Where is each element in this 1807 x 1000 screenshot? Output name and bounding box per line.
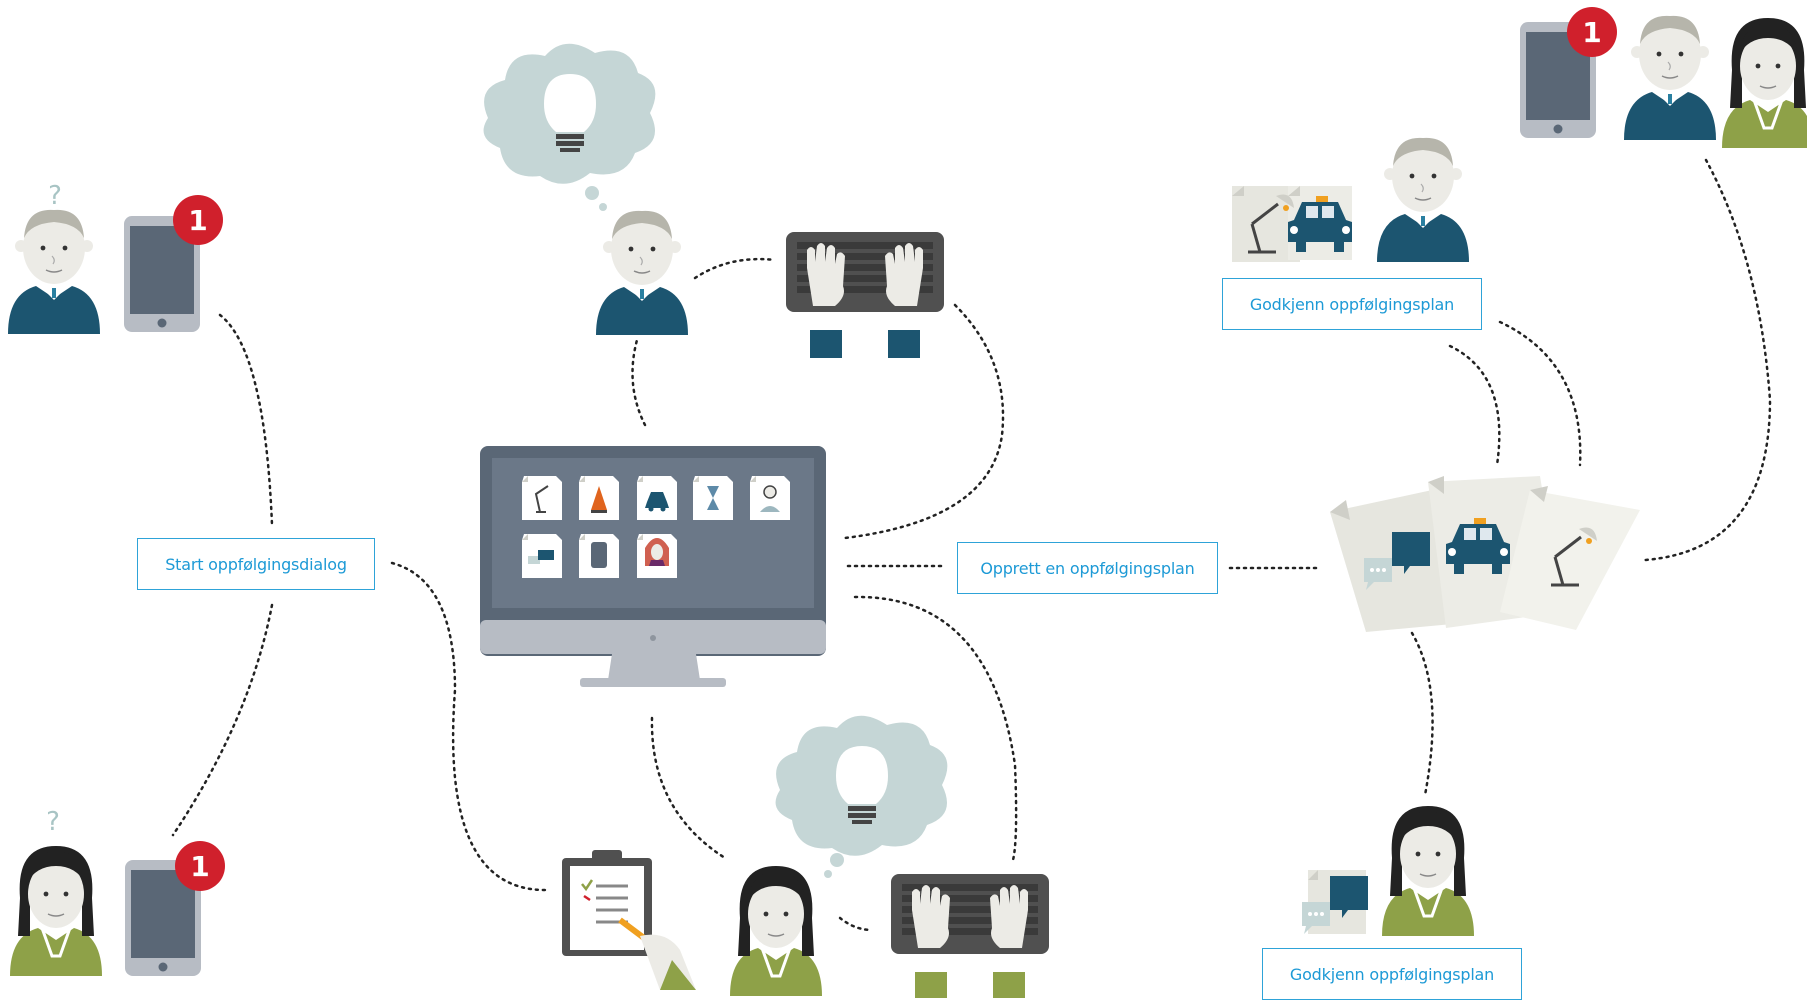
connector-tablet-to-start [218,313,274,527]
question-mark-bottom: ? [46,807,60,837]
keyboard-hands-icon-top [786,232,944,358]
plan-documents-small-icon [1232,186,1352,262]
approve-plan-button-top[interactable]: Godkjenn oppfølgingsplan [1222,278,1482,330]
woman-avatar-center [728,864,824,998]
man-avatar-left [7,209,101,335]
start-dialog-button[interactable]: Start oppfølgingsdialog [137,538,375,590]
checklist-icon [562,850,696,990]
connector-approve-to-plans-2 [1498,320,1582,467]
connector-pair-to-plans [1643,158,1772,562]
lightbulb-thought-icon-bottom [775,715,948,856]
man-avatar-top-right [1623,15,1717,141]
connector-man-to-keyboard [693,257,777,280]
monitor-icon [480,446,826,687]
woman-avatar-left [8,844,104,978]
monitor-app-grid [522,476,790,578]
connector-plans-to-woman [1410,631,1434,797]
notification-badge-left-top: 1 [173,195,223,245]
lightbulb-thought-icon-top [483,43,656,184]
woman-avatar-top-right [1720,16,1807,150]
woman-avatar-bottom-right [1380,804,1476,938]
chat-document-icon [1302,870,1368,934]
plan-documents-icon [1330,476,1640,632]
connector-woman-to-keyboard [838,916,874,932]
connector-monitor-to-man [631,338,647,427]
connector-start-to-checklist [390,561,547,892]
connector-lines [171,158,1772,932]
question-mark-top: ? [48,181,62,211]
svg-text:1: 1 [190,850,209,883]
connector-approve-to-plans-1 [1448,344,1501,467]
notification-badge-right: 1 [1567,7,1617,57]
notification-badge-left-bottom: 1 [175,841,225,891]
man-avatar-center [595,210,689,336]
approve-plan-button-bottom[interactable]: Godkjenn oppfølgingsplan [1262,948,1522,1000]
create-plan-button[interactable]: Opprett en oppfølgingsplan [957,542,1218,594]
svg-text:?: ? [48,181,62,211]
man-avatar-right [1376,137,1470,263]
keyboard-hands-icon-bottom [891,874,1049,998]
connector-keyboard-to-monitor [843,303,1005,540]
svg-text:1: 1 [188,204,207,237]
connector-start-to-tablet [171,603,274,837]
svg-text:1: 1 [1582,16,1601,49]
connector-monitor-to-keyboard [853,595,1018,862]
connector-monitor-to-woman [650,716,727,860]
svg-text:?: ? [46,807,60,837]
